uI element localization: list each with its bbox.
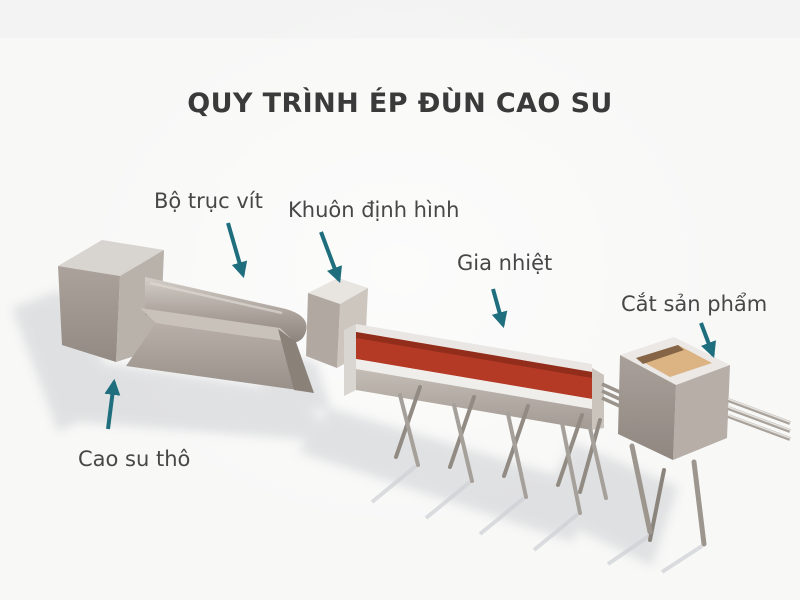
arrow-raw-rubber [104,378,121,430]
leg-shadows [370,464,704,574]
arrow-heating [491,288,508,329]
barrel-stand [126,308,314,393]
cutting-box [618,337,730,547]
output-rods [727,398,791,441]
heating-trough [344,324,604,430]
trough-legs [394,385,608,515]
arrow-screw-unit [226,222,248,279]
label-heating: Gia nhiệt [457,251,553,275]
arrow-cut-product [699,322,716,358]
label-screw-unit: Bộ trục vít [154,189,263,213]
label-shaping-die: Khuôn định hình [288,198,460,222]
label-cut-product: Cắt sản phẩm [621,292,768,316]
label-raw-rubber: Cao su thô [78,447,191,471]
arrow-shaping-die [319,231,342,283]
page-title: QUY TRÌNH ÉP ĐÙN CAO SU [187,88,613,119]
callout-arrows [104,222,716,430]
